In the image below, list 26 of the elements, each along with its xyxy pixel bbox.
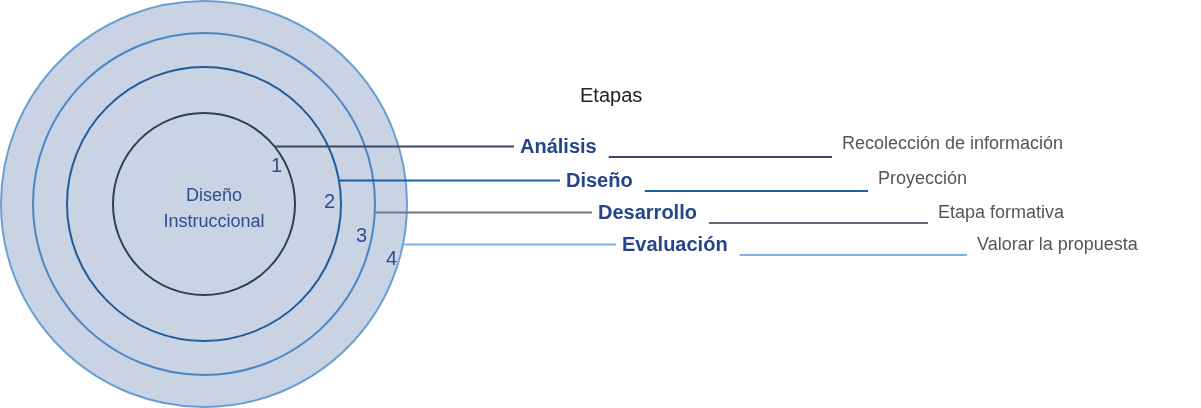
- leader-line: [273, 145, 515, 148]
- heading: Etapas: [580, 84, 643, 107]
- ring-number: 1: [271, 154, 283, 177]
- leader-line: [643, 190, 869, 192]
- stage-description: Recolección de información: [842, 133, 1064, 154]
- stage-description: Valorar la propuesta: [977, 234, 1138, 255]
- leader-line: [373, 211, 593, 214]
- leader-line: [738, 254, 968, 256]
- ring-number: 4: [386, 247, 398, 270]
- inner-circle: [112, 112, 296, 296]
- ring: [0, 0, 408, 408]
- ring: [32, 32, 376, 376]
- stage-name: Evaluación: [622, 233, 728, 256]
- leader-line: [707, 222, 929, 224]
- center-label: Diseño Instruccional: [162, 184, 266, 233]
- stage-description: Proyección: [878, 168, 968, 189]
- stage-name: Diseño: [566, 169, 633, 192]
- leader-line: [607, 156, 833, 158]
- ring-number: 3: [356, 224, 368, 247]
- ring-number: 2: [324, 190, 336, 213]
- leader-line: [337, 179, 561, 182]
- stage-name: Desarrollo: [598, 201, 697, 224]
- leader-line: [401, 243, 617, 246]
- stage-name: Análisis: [520, 135, 597, 158]
- stage-description: Etapa formativa: [938, 202, 1065, 223]
- ring: [66, 66, 342, 342]
